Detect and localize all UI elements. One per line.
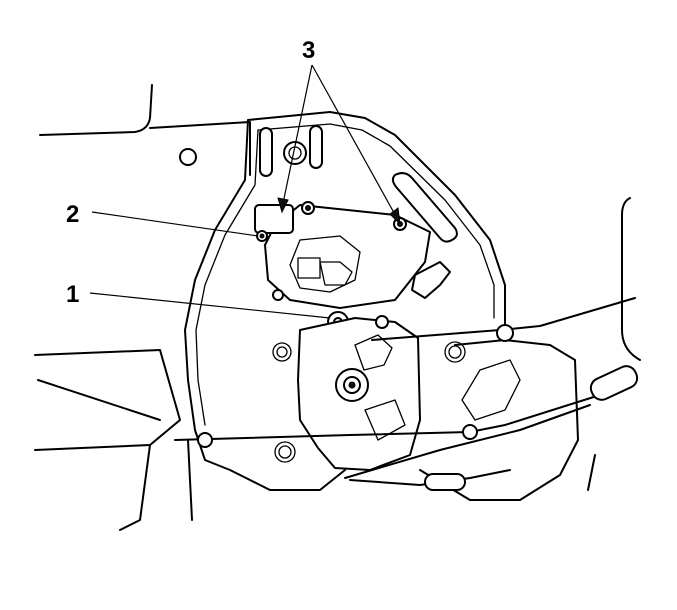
latch-lever xyxy=(354,334,393,371)
spring-left xyxy=(272,342,292,362)
callout-2-label: 2 xyxy=(66,201,79,228)
right-marker xyxy=(587,454,596,491)
callout-3-arrow-right xyxy=(389,207,401,226)
callout-1-leader xyxy=(89,292,331,319)
right-vertical-rod xyxy=(621,197,641,361)
bracket-hole xyxy=(179,148,197,166)
actuator-face xyxy=(289,235,361,293)
slot-left xyxy=(259,127,273,177)
lock-rod xyxy=(344,404,591,479)
lower-cable-sleeve xyxy=(424,473,466,491)
callout-3-label: 3 xyxy=(302,37,315,64)
actuator-screw-bottom xyxy=(272,289,284,301)
callout-2-leader xyxy=(91,211,259,237)
inside-handle-rod-clip-left xyxy=(197,432,213,448)
inside-handle-rod-clip-right xyxy=(462,424,478,440)
slot-mid xyxy=(309,125,323,169)
actuator-connector xyxy=(254,204,294,234)
actuator-connector-tab xyxy=(297,257,321,279)
left-vertical-rod xyxy=(187,439,193,521)
latch-bracket xyxy=(184,111,506,491)
latch-bracket-inner xyxy=(195,123,495,426)
outside-handle-rod xyxy=(371,297,636,341)
actuator-screw-upper-left-head xyxy=(305,205,311,211)
rod-clip xyxy=(411,261,451,299)
callout-3-arrow-left xyxy=(277,197,289,214)
latch-cam xyxy=(364,399,406,441)
callout-3-leader-left xyxy=(281,64,313,209)
lower-latch-housing xyxy=(419,339,579,501)
lower-left-panel xyxy=(34,349,181,531)
latch-rod-end xyxy=(375,315,389,329)
cable-sleeve xyxy=(589,365,639,401)
door-panel-outline xyxy=(39,84,251,176)
callout-3-leader-right xyxy=(311,64,399,221)
bracket-grommet xyxy=(283,141,307,165)
outside-handle-rod-clip xyxy=(496,324,514,342)
spring-bottom xyxy=(274,441,296,463)
latch-pivot-pin xyxy=(348,381,356,389)
actuator-window xyxy=(319,261,353,286)
actuator-screw-lower-left-head xyxy=(259,233,265,239)
lower-latch-housing-inner xyxy=(461,359,521,421)
callout-1-label: 1 xyxy=(66,281,79,308)
slot-right xyxy=(391,172,458,243)
lock-actuator xyxy=(264,204,431,309)
